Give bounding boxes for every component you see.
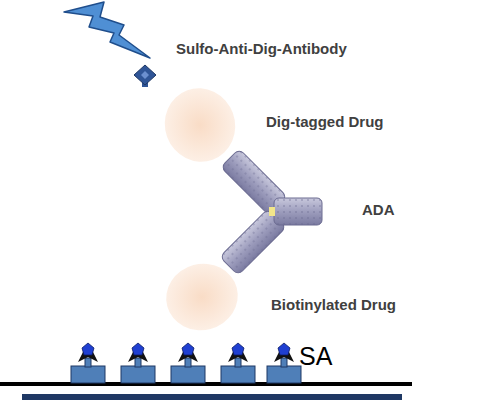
sulfo-tag-center	[141, 71, 149, 79]
biotin-symbol	[232, 343, 244, 355]
label-text: Sulfo-Anti-Dig-Antibody	[176, 40, 406, 57]
streptavidin-block	[121, 366, 155, 383]
streptavidin-neck	[185, 358, 191, 367]
streptavidin-unit	[267, 343, 301, 383]
antibody-hinge	[269, 207, 275, 216]
lightning-bolt	[64, 2, 150, 58]
label-text: Biotinylated Drug	[271, 296, 471, 313]
biotin-symbol	[132, 343, 144, 355]
streptavidin-block	[71, 366, 105, 383]
label-text: SA	[299, 342, 399, 371]
label-text: ADA	[362, 201, 462, 218]
streptavidin-block	[267, 366, 301, 383]
plate-bar	[22, 394, 402, 400]
streptavidin-row	[71, 343, 301, 383]
streptavidin-neck	[235, 358, 241, 367]
streptavidin-unit	[71, 343, 105, 383]
streptavidin-block	[221, 366, 255, 383]
streptavidin-neck	[281, 358, 287, 367]
plate-surface	[0, 382, 412, 386]
streptavidin-neck	[85, 358, 91, 367]
biotin-symbol	[182, 343, 194, 355]
sulfo-tag	[134, 65, 156, 85]
streptavidin-unit	[221, 343, 255, 383]
streptavidin-block	[171, 366, 205, 383]
streptavidin-unit	[121, 343, 155, 383]
antibody-stem-texture	[274, 198, 322, 225]
biotin-symbol	[82, 343, 94, 355]
streptavidin-unit	[171, 343, 205, 383]
label-text: Dig-tagged Drug	[266, 113, 466, 130]
streptavidin-neck	[135, 358, 141, 367]
biotin-symbol	[278, 343, 290, 355]
antibody-stem	[274, 198, 322, 225]
